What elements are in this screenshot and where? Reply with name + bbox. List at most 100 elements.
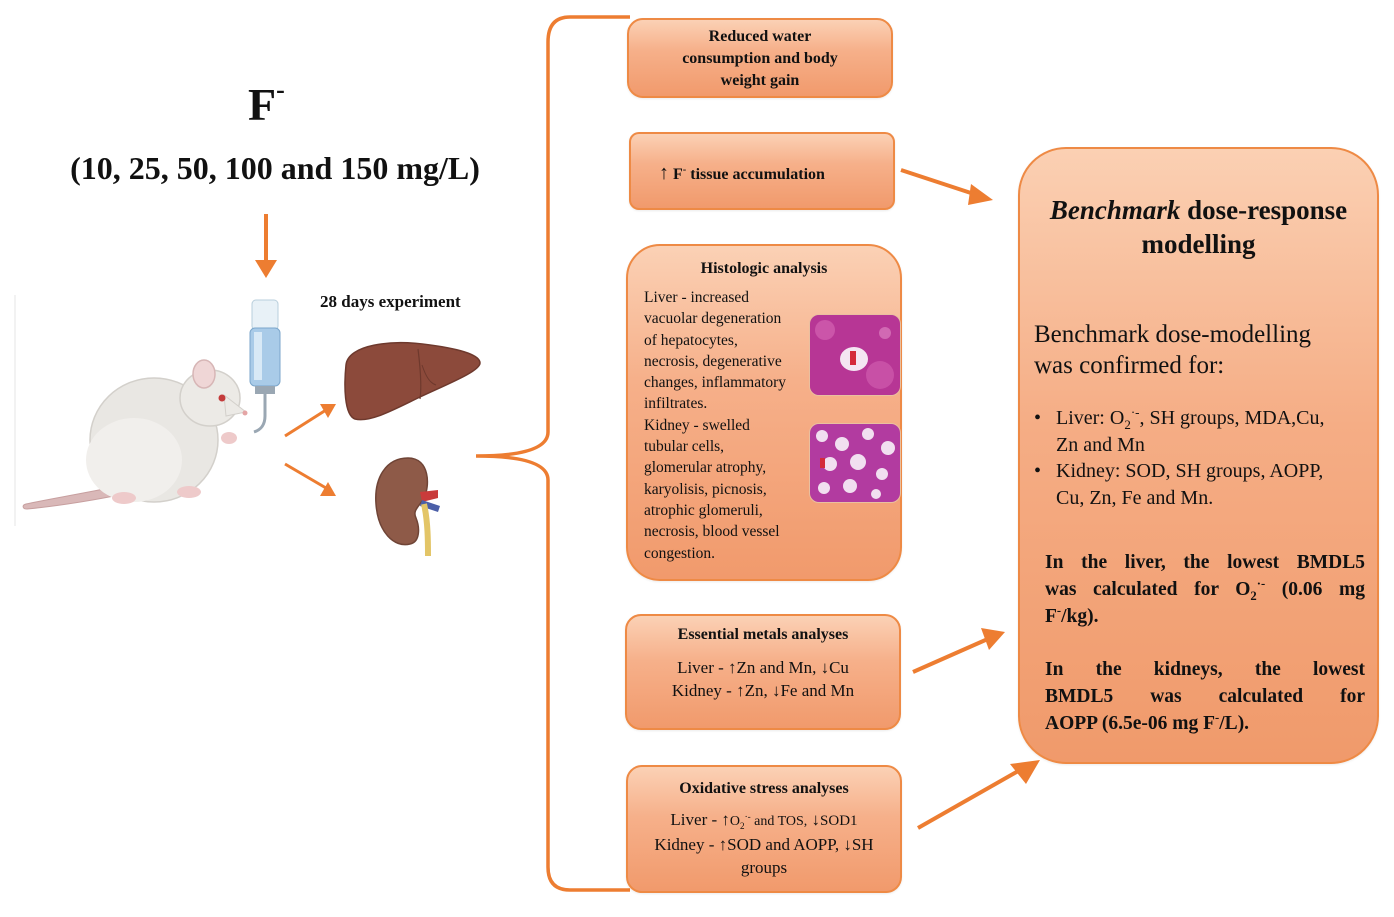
bullet-liver-b: , SH groups, MDA,Cu, — [1139, 407, 1325, 429]
oxidative-kidney-tail: groups — [740, 858, 788, 877]
bullet-liver-a: Liver: O — [1056, 407, 1125, 429]
histology-liver-line: Liver - increased — [644, 289, 749, 306]
histology-kidney-line: karyolisis, picnosis, — [644, 480, 767, 498]
bullet-kidney-b: Cu, Zn, Fe and Mn. — [1056, 486, 1214, 509]
liver-result-sup: ·- — [1256, 576, 1266, 591]
metals-liver-prefix: Liver - — [677, 658, 724, 677]
histology-kidney-line: Kidney - swelled — [644, 416, 750, 434]
bullet-kidney: • Kidney: SOD, SH groups, AOPP, Cu, Zn, … — [1034, 458, 1325, 511]
bullet-kidney-a: Kidney: SOD, SH groups, AOPP, — [1056, 460, 1324, 482]
oxidative-title: Oxidative stress analyses — [679, 780, 849, 797]
metals-kidney-line: Kidney - Zn, Fe and Mn — [627, 679, 899, 702]
bullet-liver: • Liver: O2·-, SH groups, MDA,Cu, Zn and… — [1034, 405, 1325, 458]
kidney-result-a: In the kidneys, the lowest — [1045, 659, 1365, 680]
kidney-histology-image — [809, 423, 901, 503]
metals-title: Essential metals analyses — [677, 626, 849, 643]
fluoride-charge: - — [276, 74, 285, 104]
oxidative-liver-up-rest: and TOS, — [754, 814, 808, 829]
metals-liver-line: Liver - Zn and Mn, Cu — [627, 656, 899, 679]
oxidative-box: Oxidative stress analyses Liver - O2·- a… — [626, 765, 902, 893]
kidney-result-d: /L). — [1219, 713, 1250, 734]
liver-result-a: In the liver, the lowest BMDL5 — [1045, 552, 1365, 573]
histology-liver-line: vacuolar degeneration — [644, 310, 782, 328]
benchmark-title: Benchmark dose-response modelling — [1020, 193, 1377, 261]
water-line-3: weight gain — [720, 72, 800, 89]
liver-result-sub: 2 — [1250, 588, 1257, 603]
split-arrows-icon — [284, 404, 336, 496]
oxidative-liver-line: Liver - O2·- and TOS, SOD1 — [628, 808, 900, 833]
kidney-result-b: BMDL5 was calculated for — [1045, 686, 1365, 707]
oxidative-kidney-up: SOD and AOPP, — [727, 835, 840, 854]
water-line-1: Reduced water — [708, 28, 812, 45]
metals-kidney-up: Zn, — [744, 681, 768, 700]
histology-kidney-line: glomerular atrophy, — [644, 459, 767, 477]
benchmark-subtitle: Benchmark dose-modelling was confirmed f… — [1034, 319, 1311, 381]
connector-arrows-icon — [900, 168, 1020, 830]
oxidative-liver-o-sub: 2 — [740, 820, 745, 831]
accumulation-ion: F — [673, 166, 683, 183]
kidney-result-c-sup: - — [1215, 710, 1220, 725]
histology-kidney-line: necrosis, blood vessel — [644, 523, 780, 541]
up-arrow-icon — [719, 835, 728, 854]
liver-illustration-icon — [344, 342, 481, 421]
up-arrow-icon — [736, 681, 745, 700]
oxidative-liver-down: SOD1 — [820, 813, 858, 829]
connector-arrowhead-icon — [1010, 760, 1040, 784]
down-arrow-icon — [772, 681, 781, 700]
up-arrow-icon — [728, 658, 737, 677]
oxidative-liver-prefix: Liver - — [670, 810, 718, 829]
oxidative-kidney-line: Kidney - SOD and AOPP, SH — [628, 833, 900, 856]
liver-result-b: was calculated for O — [1045, 579, 1251, 600]
benchmark-title-italic: Benchmark — [1049, 195, 1181, 225]
down-arrow-icon — [821, 658, 830, 677]
water-consumption-box: Reduced water consumption and body weigh… — [627, 18, 893, 98]
liver-result-d: F — [1045, 606, 1057, 627]
accumulation-charge: - — [682, 164, 687, 176]
bullet-liver-sup: ·- — [1130, 404, 1140, 420]
down-arrow-icon — [843, 835, 852, 854]
bullet-liver-sub: 2 — [1124, 417, 1131, 432]
histology-liver-line: of hepatocytes, — [644, 331, 738, 349]
concentration-label: (10, 25, 50, 100 and 150 mg/L) — [70, 150, 480, 186]
histology-kidney-line: tubular cells, — [644, 438, 725, 456]
oxidative-kidney-down: SH — [851, 835, 874, 854]
oxidative-liver-o: O — [729, 814, 741, 829]
histology-liver-line: changes, inflammatory — [644, 374, 787, 392]
experiment-label: 28 days experiment — [320, 292, 461, 311]
histology-title: Histologic analysis — [700, 260, 828, 277]
grouping-bracket — [475, 15, 630, 892]
histology-liver-line: necrosis, degenerative — [644, 352, 782, 370]
histology-liver-line: infiltrates. — [644, 395, 708, 413]
down-arrow-icon — [812, 810, 821, 829]
accumulation-text: tissue accumulation — [690, 166, 825, 183]
oxidative-liver-o-sup: ·- — [744, 811, 751, 822]
up-arrow-icon — [659, 162, 669, 184]
fluoride-symbol: F — [248, 79, 277, 130]
water-bottle-icon — [249, 299, 281, 434]
benchmark-title-line2: modelling — [1141, 229, 1256, 259]
water-line-2: consumption and body — [682, 50, 838, 67]
kidney-illustration-icon — [375, 457, 440, 557]
kidney-result: In the kidneys, the lowest BMDL5 was cal… — [1045, 656, 1365, 737]
liver-result-c: (0.06 mg — [1265, 579, 1365, 600]
liver-result-e: /kg). — [1061, 606, 1099, 627]
metals-liver-up: Zn and Mn, — [736, 658, 817, 677]
benchmark-subtitle-line2: was confirmed for: — [1034, 352, 1225, 379]
tissue-accumulation-box: F- tissue accumulation — [629, 132, 895, 210]
fluoride-title: F- — [248, 74, 285, 131]
up-arrow-icon — [721, 810, 730, 829]
histology-kidney-line: atrophic glomeruli, — [644, 501, 763, 519]
bullet-liver-c: Zn and Mn — [1056, 433, 1145, 456]
benchmark-subtitle-line1: Benchmark dose-modelling — [1034, 321, 1312, 348]
metals-box: Essential metals analyses Liver - Zn and… — [625, 614, 901, 730]
rat-illustration-icon — [14, 295, 248, 526]
histology-box: Histologic analysis Liver - increased va… — [626, 244, 902, 581]
metals-kidney-prefix: Kidney - — [671, 681, 732, 700]
benchmark-bullets: • Liver: O2·-, SH groups, MDA,Cu, Zn and… — [1034, 405, 1325, 511]
oxidative-kidney-prefix: Kidney - — [654, 835, 715, 854]
benchmark-title-rest: dose-response — [1187, 195, 1348, 225]
down-arrow-icon — [255, 214, 277, 278]
benchmark-box: Benchmark dose-response modelling Benchm… — [1018, 147, 1379, 764]
metals-liver-down: Cu — [829, 658, 849, 677]
liver-result: In the liver, the lowest BMDL5 was calcu… — [1045, 549, 1365, 630]
